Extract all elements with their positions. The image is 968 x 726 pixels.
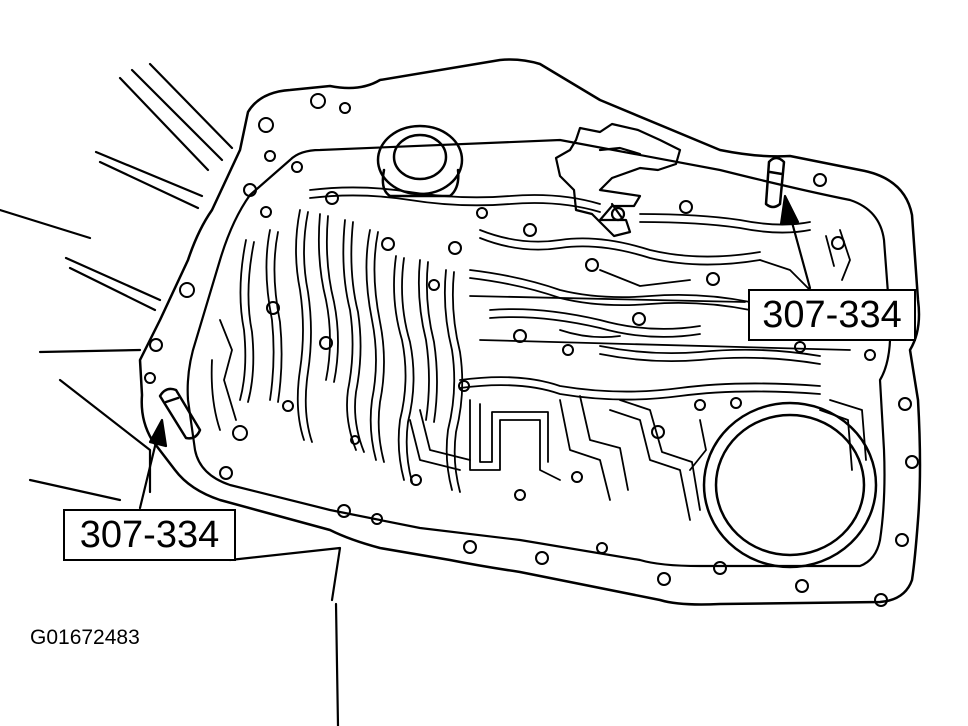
housing-lines	[0, 62, 342, 726]
lower-opening	[702, 401, 878, 569]
alignment-pin-upper	[764, 156, 786, 209]
figure-id: G01672483	[30, 626, 140, 649]
leader-arrow-lower	[138, 418, 168, 510]
bolt-holes	[144, 93, 919, 607]
upper-opening	[376, 124, 464, 198]
sensor-bracket	[554, 122, 682, 238]
plate-outline	[138, 58, 922, 606]
fluid-channels	[210, 186, 867, 521]
callout-label-lower-left: 307-334	[63, 509, 236, 561]
callout-label-upper-right: 307-334	[748, 289, 916, 341]
valve-body-outline	[186, 138, 892, 568]
leader-arrow-upper	[779, 194, 812, 290]
alignment-pin-lower	[158, 387, 202, 440]
